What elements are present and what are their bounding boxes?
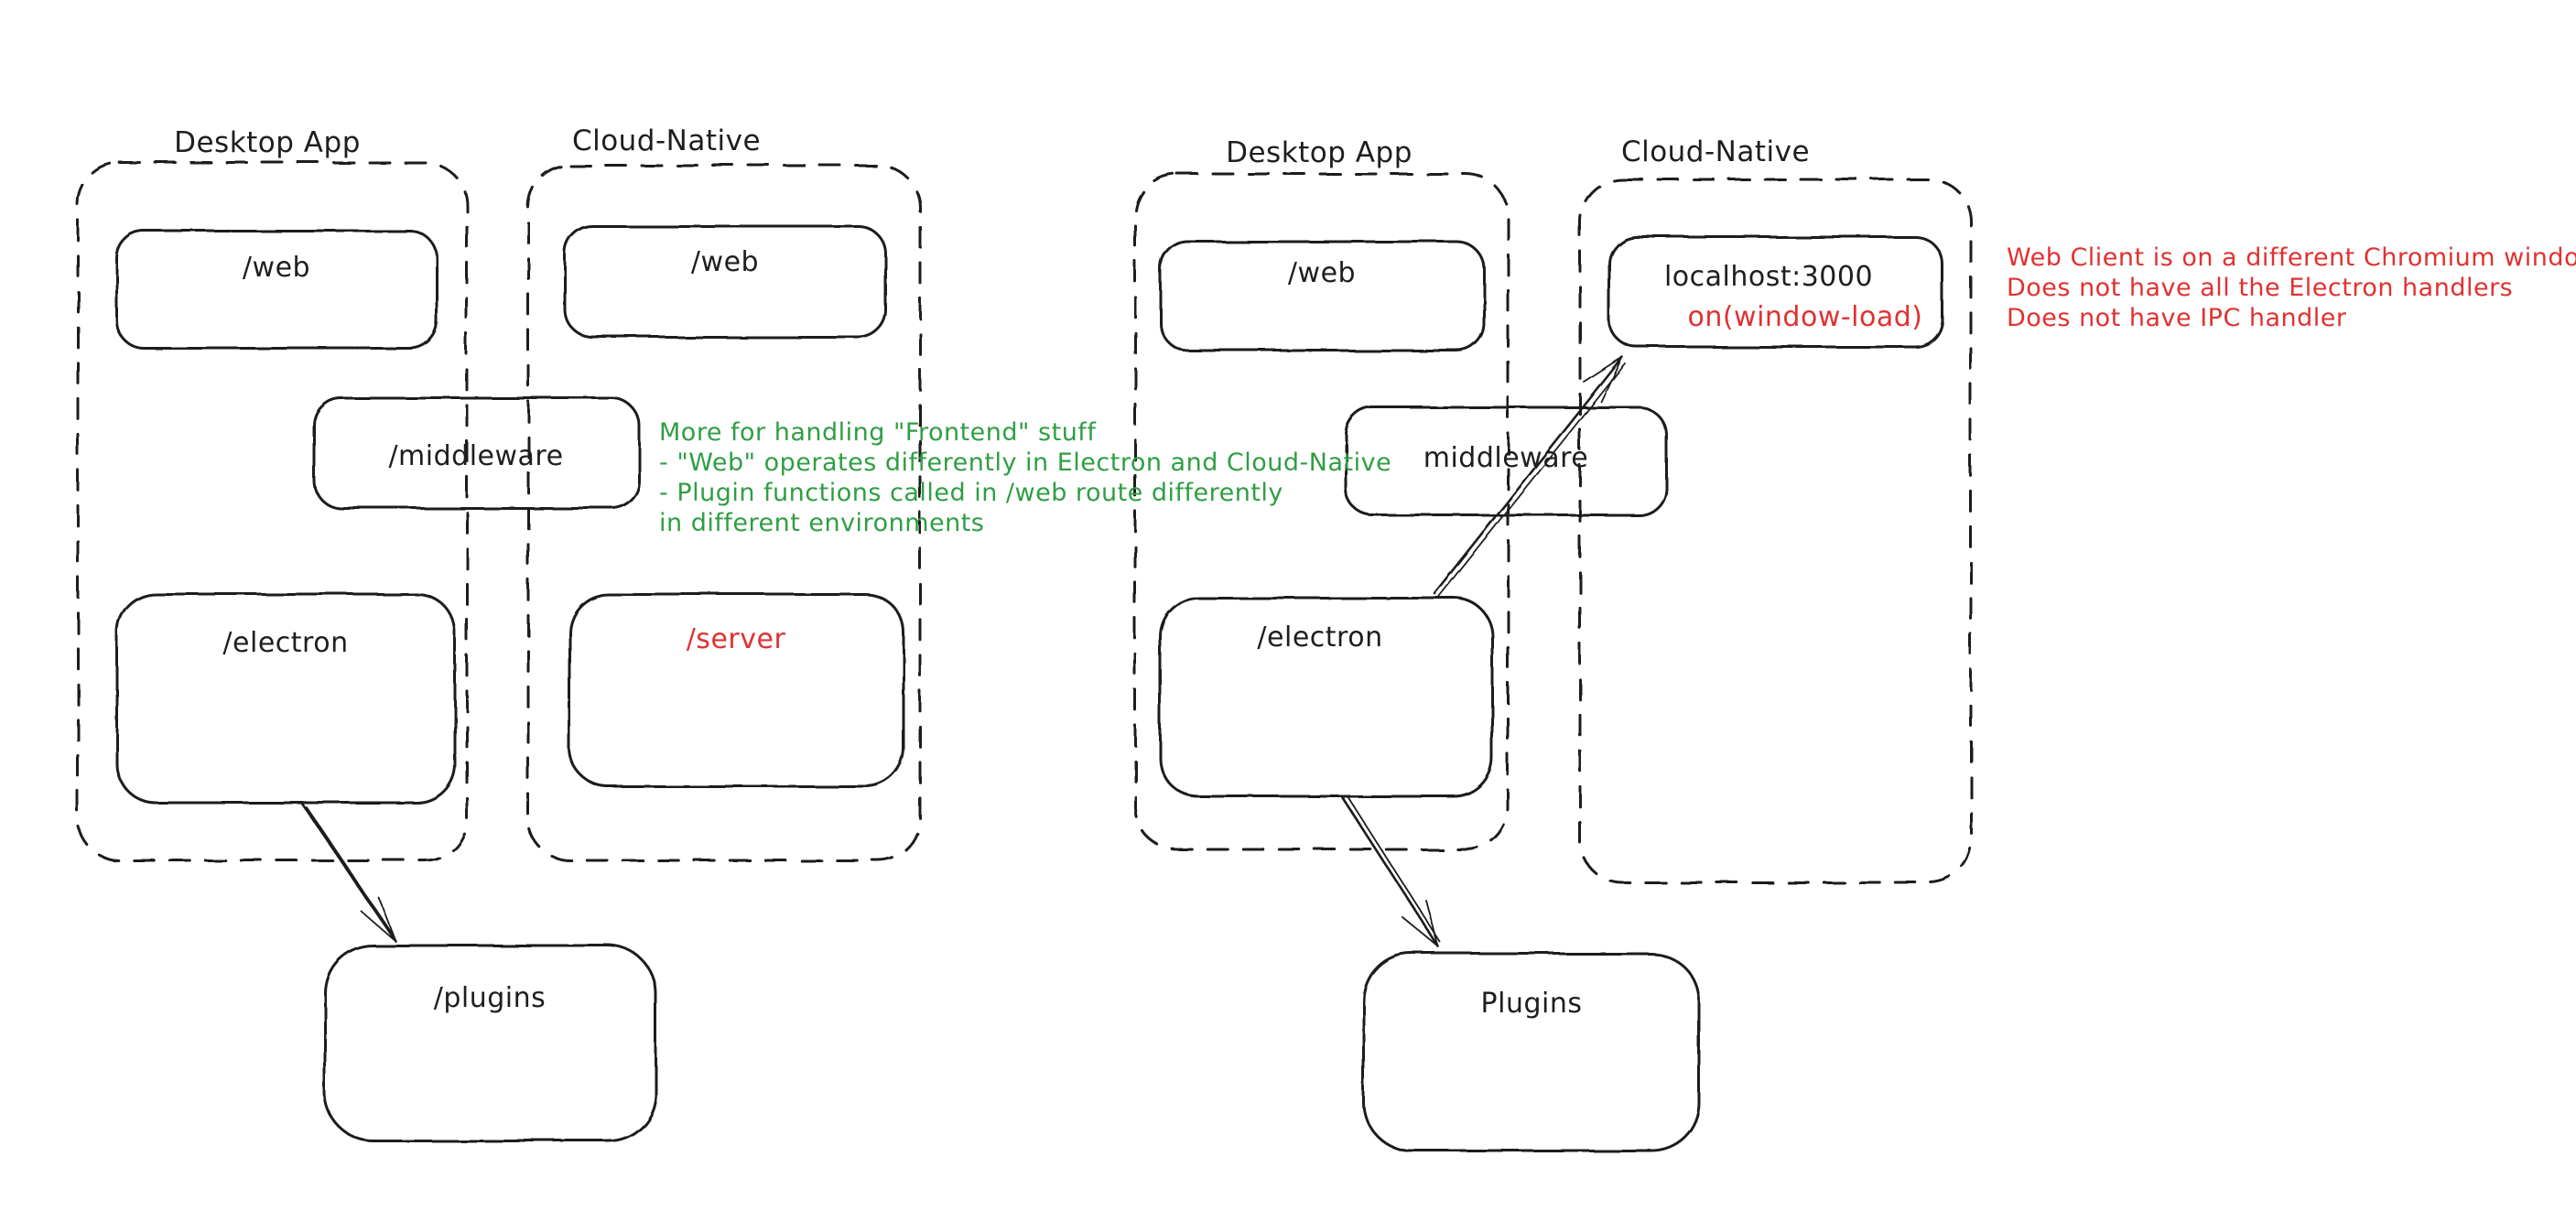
right-desktop-app-title: Desktop App xyxy=(1226,136,1412,169)
right-localhost-event-label: on(window-load) xyxy=(1687,301,1922,333)
right-web-label: /web xyxy=(1288,257,1356,289)
right-desktop-app-container xyxy=(1133,172,1510,851)
right-electron-box xyxy=(1158,596,1494,798)
left-middleware-box xyxy=(312,396,641,510)
frontend-note-line-1: More for handling "Frontend" stuff xyxy=(659,418,1097,447)
right-web-box xyxy=(1159,240,1486,352)
left-cloud-native-container xyxy=(526,164,922,862)
right-middleware-label: middleware xyxy=(1423,442,1589,474)
frontend-note: More for handling "Frontend" stuff - "We… xyxy=(659,418,1391,537)
left-plugins-box xyxy=(323,944,657,1142)
right-cloud-native-container xyxy=(1578,178,1973,884)
right-middleware-box xyxy=(1344,405,1668,517)
arrow-right-electron-to-localhost xyxy=(1433,355,1626,597)
left-server-label: /server xyxy=(687,623,786,655)
web-client-note-line-2: Does not have all the Electron handlers xyxy=(2007,274,2513,302)
web-client-note-line-3: Does not have IPC handler xyxy=(2007,304,2347,332)
right-cloud-native-title: Cloud-Native xyxy=(1621,135,1810,168)
right-plugins-box xyxy=(1362,952,1701,1152)
frontend-note-line-4: in different environments xyxy=(659,509,984,537)
left-desktop-app-title: Desktop App xyxy=(174,126,361,159)
left-electron-label: /electron xyxy=(222,627,348,659)
arrow-left-electron-to-plugins xyxy=(300,802,397,943)
left-web-cloud-box xyxy=(563,224,887,339)
left-web-cloud-label: /web xyxy=(691,246,759,278)
web-client-note-line-1: Web Client is on a different Chromium wi… xyxy=(2007,243,2576,272)
left-web-desktop-label: /web xyxy=(243,252,310,284)
left-server-box xyxy=(568,592,905,788)
right-localhost-label: localhost:3000 xyxy=(1664,261,1873,293)
frontend-note-line-2: - "Web" operates differently in Electron… xyxy=(659,448,1391,477)
left-electron-box xyxy=(115,592,457,805)
frontend-note-line-3: - Plugin functions called in /web route … xyxy=(659,479,1283,507)
left-plugins-label: /plugins xyxy=(434,982,547,1014)
arrow-right-electron-to-plugins xyxy=(1341,795,1442,949)
right-plugins-label: Plugins xyxy=(1481,988,1583,1020)
left-web-desktop-box xyxy=(114,229,438,350)
left-middleware-label: /middleware xyxy=(388,440,563,472)
web-client-note: Web Client is on a different Chromium wi… xyxy=(2007,243,2576,332)
right-electron-label: /electron xyxy=(1257,621,1382,654)
right-localhost-box xyxy=(1607,235,1944,349)
left-desktop-app-container xyxy=(76,161,469,862)
left-cloud-native-title: Cloud-Native xyxy=(572,124,761,157)
